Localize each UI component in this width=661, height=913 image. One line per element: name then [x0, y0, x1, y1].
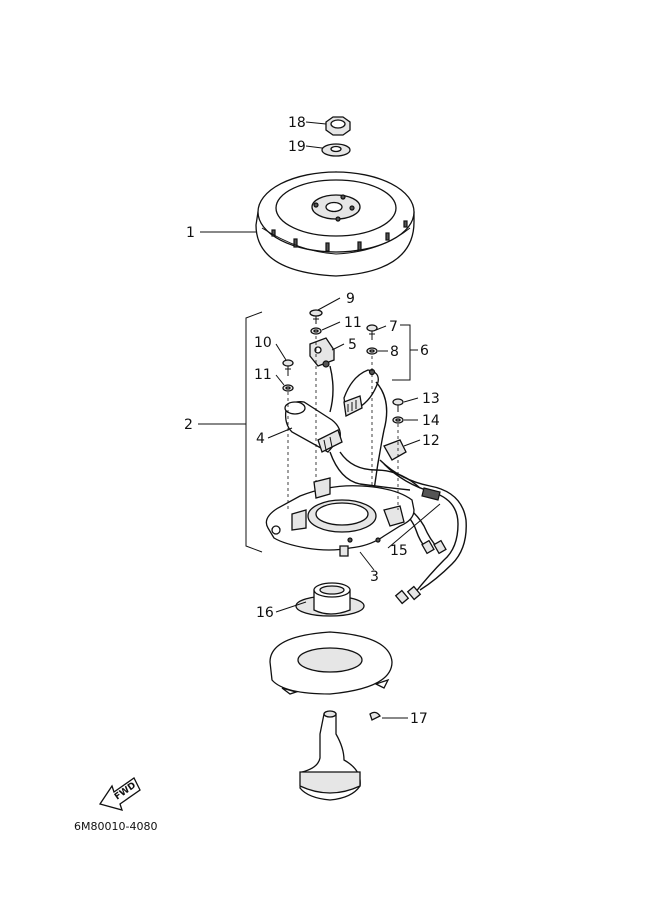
nut-part-18: [325, 116, 351, 136]
collar-part-16: [295, 582, 365, 617]
callout-11-lower: 11: [254, 367, 272, 383]
screw-part-10: [282, 359, 294, 376]
screw-part-9: [309, 309, 323, 324]
flywheel-part-1: [255, 171, 415, 277]
washer-part-19: [321, 143, 351, 157]
stator-base-plate-part-3: [265, 477, 415, 557]
callout-7: 7: [389, 319, 398, 335]
washer-part-14: [392, 416, 404, 424]
callout-17: 17: [410, 711, 428, 727]
callout-19: 19: [288, 139, 306, 155]
coil-assembly-bracket: [392, 324, 411, 381]
callout-1: 1: [186, 225, 195, 241]
callout-5: 5: [348, 337, 357, 353]
charge-coil-part-4: [284, 401, 343, 453]
forward-direction-icon: FWD: [98, 777, 141, 811]
leader-lines: [198, 121, 441, 719]
clamp-part-12: [383, 439, 407, 461]
callout-15: 15: [390, 543, 408, 559]
assembly-bracket: [245, 311, 263, 553]
callout-6: 6: [420, 343, 429, 359]
washer-part-11-lower: [282, 384, 294, 392]
callout-10: 10: [254, 335, 272, 351]
base-plate-ring: [269, 631, 393, 695]
ignition-coil-part-6: [343, 368, 379, 417]
callout-3: 3: [370, 569, 379, 585]
diagram-code: 6M80010-4080: [74, 820, 157, 833]
callout-12: 12: [422, 433, 440, 449]
callout-8: 8: [390, 344, 399, 360]
callout-9: 9: [346, 291, 355, 307]
callout-13: 13: [422, 391, 440, 407]
screw-part-13: [392, 398, 404, 412]
screw-part-7: [366, 324, 378, 340]
callout-4: 4: [256, 431, 265, 447]
callout-16: 16: [256, 605, 274, 621]
pulser-coil-part-5: [309, 337, 335, 368]
callout-11-upper: 11: [344, 315, 362, 331]
crankshaft: [299, 710, 361, 801]
washer-part-8: [366, 347, 378, 355]
callout-2: 2: [184, 417, 193, 433]
washer-part-11-upper: [310, 327, 322, 335]
callout-14: 14: [422, 413, 440, 429]
callout-18: 18: [288, 115, 306, 131]
woodruff-key-part-17: [369, 711, 381, 721]
